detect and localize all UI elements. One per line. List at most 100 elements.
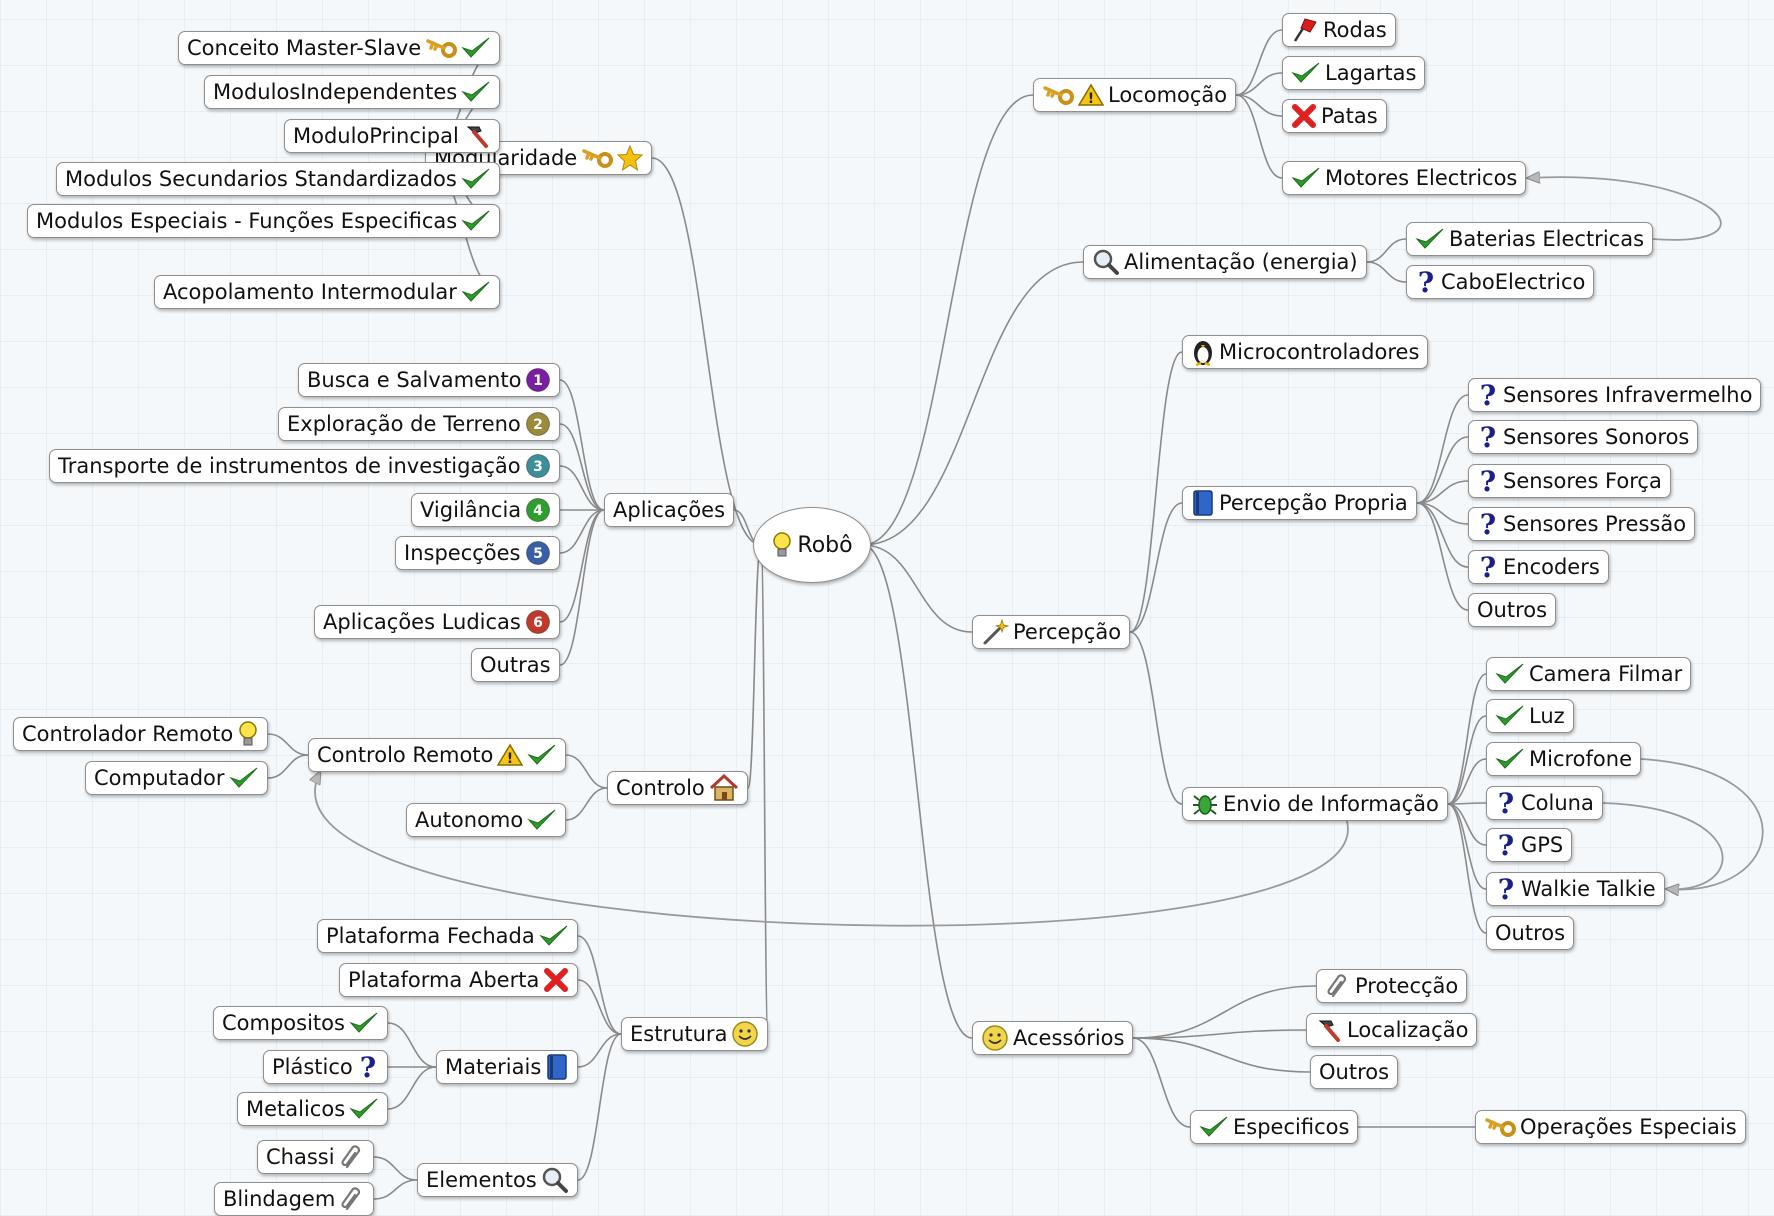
topic-luz[interactable]: Luz xyxy=(1486,699,1574,733)
topic-outros[interactable]: Outros xyxy=(1468,593,1557,627)
topic-gps[interactable]: ?GPS xyxy=(1486,828,1573,862)
topic-localizacao[interactable]: Localização xyxy=(1306,1013,1478,1047)
topic-label: Modulos Especiais - Funções Especificas xyxy=(36,209,458,233)
topic-connector xyxy=(1235,94,1283,179)
topic-connector xyxy=(1132,1037,1311,1073)
topic-baterias-electricas[interactable]: Baterias Electricas xyxy=(1406,222,1654,256)
question-icon: ? xyxy=(1477,423,1499,451)
central-topic[interactable]: Robô xyxy=(753,507,871,583)
svg-text:3: 3 xyxy=(533,459,543,475)
topic-materiais[interactable]: Materiais xyxy=(436,1050,579,1084)
topic-plataforma-aberta[interactable]: Plataforma Aberta xyxy=(339,963,579,997)
question-icon: ? xyxy=(357,1053,379,1081)
topic-transporte-de-instrumentos-de-investigacao[interactable]: Transporte de instrumentos de investigaç… xyxy=(49,449,560,483)
svg-text:?: ? xyxy=(360,1053,376,1081)
topic-coluna[interactable]: ?Coluna xyxy=(1486,786,1603,820)
topic-compositos[interactable]: Compositos xyxy=(213,1006,388,1040)
topic-acopolamento-intermodular[interactable]: Acopolamento Intermodular xyxy=(154,275,500,309)
topic-alimentacao-energia[interactable]: Alimentação (energia) xyxy=(1083,245,1367,279)
topic-elementos[interactable]: Elementos xyxy=(417,1163,578,1197)
topic-label: Luz xyxy=(1529,704,1565,728)
topic-motores-electricos[interactable]: Motores Electricos xyxy=(1282,161,1527,195)
flag-icon xyxy=(1291,16,1319,44)
topic-label: Blindagem xyxy=(223,1187,336,1211)
topic-plataforma-fechada[interactable]: Plataforma Fechada xyxy=(317,919,578,953)
topic-controlador-remoto[interactable]: Controlador Remoto xyxy=(13,717,269,751)
topic-rodas[interactable]: Rodas xyxy=(1282,13,1396,47)
topic-envio-de-informacao[interactable]: Envio de Informação xyxy=(1182,787,1448,821)
topic-label: Plataforma Fechada xyxy=(326,924,535,948)
topic-aplicacoes[interactable]: Aplicações xyxy=(604,493,735,527)
topic-microfone[interactable]: Microfone xyxy=(1486,742,1641,776)
topic-label: Especificos xyxy=(1233,1115,1350,1139)
topic-metalicos[interactable]: Metalicos xyxy=(237,1092,389,1126)
question-icon: ? xyxy=(1477,381,1499,409)
topic-conceito-master-slave[interactable]: Conceito Master-Slave xyxy=(178,31,501,65)
topic-sensores-sonoros[interactable]: ?Sensores Sonoros xyxy=(1468,420,1699,454)
topic-camera-filmar[interactable]: Camera Filmar xyxy=(1486,657,1692,691)
topic-outras[interactable]: Outras xyxy=(471,648,560,682)
lightbulb-icon xyxy=(771,531,793,559)
topic-acessorios[interactable]: Acessórios xyxy=(972,1021,1134,1055)
check-icon xyxy=(527,808,557,832)
relationship-arrow[interactable] xyxy=(1640,758,1764,890)
topic-connector xyxy=(577,1033,622,1181)
topic-modulos-especiais-funcoes-especificas[interactable]: Modulos Especiais - Funções Especificas xyxy=(27,204,501,238)
topic-outros[interactable]: Outros xyxy=(1310,1055,1399,1089)
topic-caboelectrico[interactable]: ?CaboElectrico xyxy=(1406,265,1595,299)
topic-label: Computador xyxy=(94,766,225,790)
topic-modulosindependentes[interactable]: ModulosIndependentes xyxy=(204,75,501,109)
topic-controlo[interactable]: Controlo xyxy=(607,771,748,805)
topic-label: Walkie Talkie xyxy=(1521,877,1656,901)
topic-connector xyxy=(565,754,608,789)
question-icon: ? xyxy=(1477,510,1499,538)
topic-chassi[interactable]: Chassi xyxy=(257,1140,374,1174)
topic-encoders[interactable]: ?Encoders xyxy=(1468,550,1609,584)
topic-estrutura[interactable]: Estrutura xyxy=(621,1017,769,1051)
topic-sensores-pressao[interactable]: ?Sensores Pressão xyxy=(1468,507,1696,541)
topic-sensores-infravermelho[interactable]: ?Sensores Infravermelho xyxy=(1468,378,1762,412)
topic-label: Controlador Remoto xyxy=(22,722,234,746)
key-icon xyxy=(1484,1116,1516,1138)
topic-label: Vigilância xyxy=(420,498,522,522)
topic-proteccao[interactable]: Protecção xyxy=(1316,969,1468,1003)
topic-moduloprincipal[interactable]: ModuloPrincipal xyxy=(284,119,500,153)
topic-controlo-remoto[interactable]: Controlo Remoto! xyxy=(308,738,567,772)
topic-connector xyxy=(651,157,762,546)
topic-lagartas[interactable]: Lagartas xyxy=(1282,56,1426,90)
relationship-arrow[interactable] xyxy=(1528,177,1722,241)
topic-blindagem[interactable]: Blindagem xyxy=(214,1182,375,1216)
topic-locomocao[interactable]: !Locomoção xyxy=(1033,78,1237,112)
topic-label: Envio de Informação xyxy=(1223,792,1439,816)
topic-label: Controlo xyxy=(616,776,705,800)
topic-connector xyxy=(1366,261,1407,283)
topic-patas[interactable]: Patas xyxy=(1282,99,1387,133)
topic-connector xyxy=(1416,502,1469,525)
topic-microcontroladores[interactable]: Microcontroladores xyxy=(1182,335,1429,369)
topic-label: Patas xyxy=(1321,104,1378,128)
topic-modulos-secundarios-standardizados[interactable]: Modulos Secundarios Standardizados xyxy=(56,162,500,196)
topic-operacoes-especiais[interactable]: Operações Especiais xyxy=(1475,1110,1746,1144)
topic-label: Outros xyxy=(1495,921,1566,945)
hammer-icon xyxy=(463,123,491,149)
topic-percepcao[interactable]: Percepção xyxy=(972,615,1131,649)
topic-walkie-talkie[interactable]: ?Walkie Talkie xyxy=(1486,872,1665,906)
topic-computador[interactable]: Computador xyxy=(85,761,268,795)
topic-plastico[interactable]: Plástico? xyxy=(263,1050,388,1084)
topic-sensores-forca[interactable]: ?Sensores Força xyxy=(1468,464,1671,498)
topic-percepcao-propria[interactable]: Percepção Propria xyxy=(1182,486,1417,520)
relationship-arrow[interactable] xyxy=(315,772,1349,927)
topic-autonomo[interactable]: Autonomo xyxy=(406,803,567,837)
topic-label: Plataforma Aberta xyxy=(348,968,540,992)
topic-especificos[interactable]: Especificos xyxy=(1190,1110,1359,1144)
topic-connector xyxy=(387,1022,437,1068)
topic-connector xyxy=(862,261,1084,546)
topic-outros[interactable]: Outros xyxy=(1486,916,1575,950)
relationship-arrow[interactable] xyxy=(1602,802,1724,889)
